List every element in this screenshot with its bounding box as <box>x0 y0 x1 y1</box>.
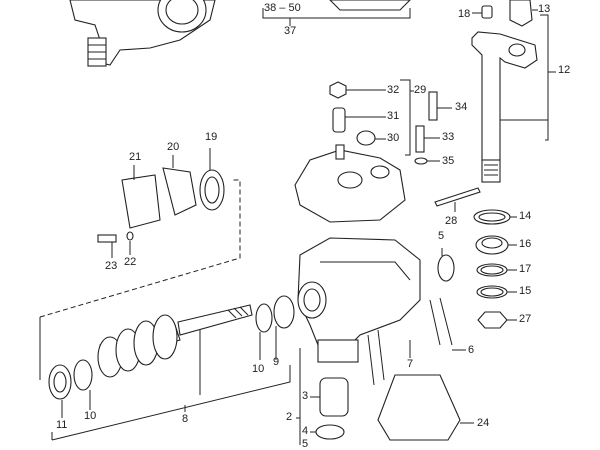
label-9: 9 <box>273 356 280 368</box>
part-20-gasket <box>162 167 197 216</box>
seal-9 <box>273 295 295 329</box>
label-2: 2 <box>286 411 293 423</box>
label-12: 12 <box>558 64 571 76</box>
part-18 <box>481 5 493 19</box>
part-4-seal <box>315 424 345 440</box>
label-17: 17 <box>519 263 532 275</box>
part-35 <box>414 157 428 165</box>
part-5-seal <box>437 254 455 282</box>
bearing-10-right <box>255 303 273 333</box>
part-34 <box>428 91 438 121</box>
label-35: 35 <box>442 155 455 167</box>
label-15: 15 <box>519 285 532 297</box>
seal-rings <box>473 209 511 329</box>
part-32 <box>329 81 347 99</box>
part-12 <box>471 31 538 183</box>
part-3-bushing <box>319 377 349 417</box>
part-23-bolt <box>97 234 117 243</box>
label-10-left: 10 <box>84 410 97 422</box>
label-24: 24 <box>477 417 490 429</box>
label-13: 13 <box>538 3 551 15</box>
steering-housing <box>297 237 453 386</box>
label-28: 28 <box>445 215 458 227</box>
label-14: 14 <box>519 210 532 222</box>
part-28 <box>434 187 481 207</box>
label-27: 27 <box>519 313 532 325</box>
label-32: 32 <box>387 84 400 96</box>
bearing-10-left <box>73 359 93 391</box>
part-24-clamp <box>377 374 461 441</box>
label-38-50: 38 – 50 <box>264 2 301 14</box>
label-7: 7 <box>407 358 414 370</box>
part-22-washer <box>126 231 134 241</box>
label-4: 4 <box>302 425 309 437</box>
label-10-right: 10 <box>252 363 265 375</box>
label-18: 18 <box>458 8 471 20</box>
label-5-upper: 5 <box>438 230 445 242</box>
part-38-50 <box>329 0 411 11</box>
label-19: 19 <box>205 131 218 143</box>
label-21: 21 <box>129 151 142 163</box>
part-33 <box>415 125 425 153</box>
part-31 <box>332 107 346 133</box>
label-31: 31 <box>387 110 400 122</box>
label-30: 30 <box>387 132 400 144</box>
label-6: 6 <box>468 344 475 356</box>
worm-shaft-part-8 <box>97 304 253 378</box>
label-11: 11 <box>56 419 68 431</box>
part-30 <box>356 130 376 146</box>
label-3: 3 <box>302 390 309 402</box>
label-22: 22 <box>124 256 137 268</box>
label-37: 37 <box>284 25 297 37</box>
label-5-lower: 5 <box>302 438 309 450</box>
label-33: 33 <box>442 131 455 143</box>
label-20: 20 <box>167 141 180 153</box>
upper-left-assembly <box>69 0 216 67</box>
label-23: 23 <box>105 260 118 272</box>
label-34: 34 <box>455 101 468 113</box>
label-29: 29 <box>414 84 427 96</box>
label-16: 16 <box>519 238 532 250</box>
part-21-cover <box>121 174 161 229</box>
part-13 <box>509 0 533 27</box>
label-8: 8 <box>182 413 189 425</box>
